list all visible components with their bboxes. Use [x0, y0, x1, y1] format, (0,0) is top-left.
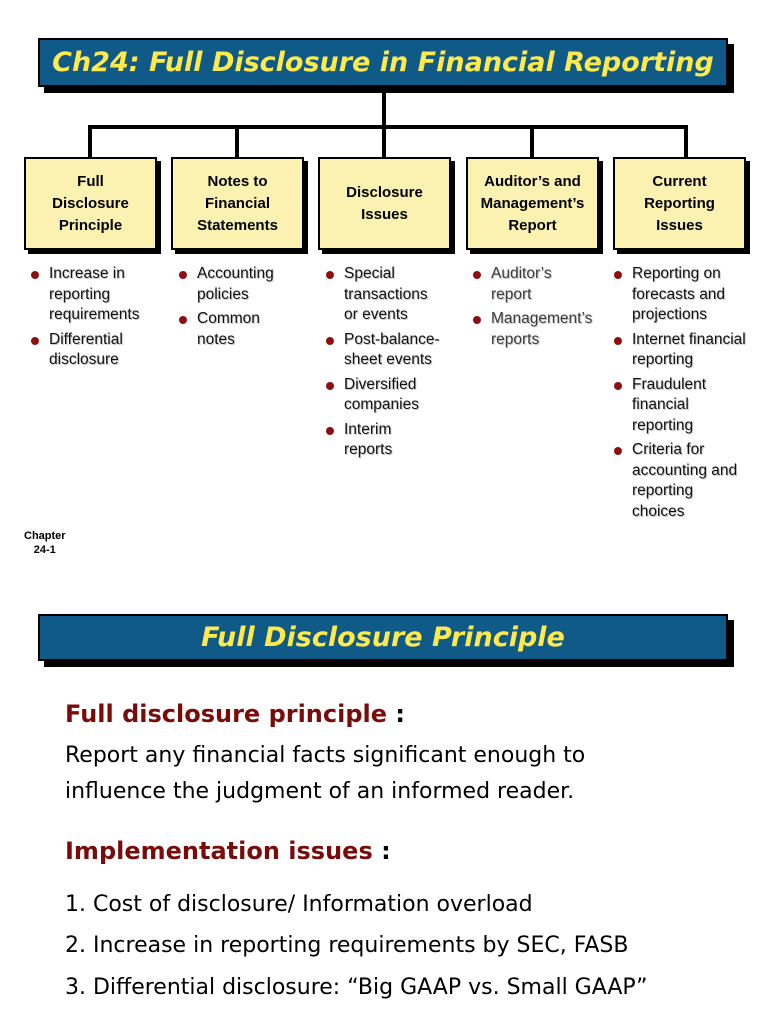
- bullet-list-col-1: Increase in reporting requirements Diffe…: [28, 264, 168, 375]
- connector-drop-3: [382, 125, 386, 158]
- bullet-dot-icon: [179, 316, 187, 324]
- bullet-dot-icon: [326, 271, 334, 279]
- definition-line-1: Report any financial facts significant e…: [65, 743, 586, 768]
- bullet-list-col-4: Auditor’s report Management’s reports: [470, 264, 610, 354]
- connector-drop-4: [530, 125, 534, 158]
- connector-drop-1: [88, 125, 92, 158]
- principle-colon: :: [387, 700, 405, 728]
- bullet-dot-icon: [473, 316, 481, 324]
- list-item: Special transactions or events: [323, 264, 463, 326]
- list-item: Fraudulent financial reporting: [611, 375, 766, 437]
- bullet-dot-icon: [614, 271, 622, 279]
- connector-stem: [382, 89, 386, 127]
- definition-line-2: influence the judgment of an informed re…: [65, 779, 575, 804]
- topic-box-notes-to-financial-statements: Notes to Financial Statements: [171, 157, 304, 250]
- connector-horizontal: [88, 125, 688, 129]
- slide2-title: Full Disclosure Principle: [38, 614, 728, 661]
- principle-heading: Full disclosure principle :: [65, 700, 405, 728]
- bullet-list-col-2: Accounting policies Common notes: [176, 264, 316, 354]
- list-item: Criteria for accounting and reporting ch…: [611, 440, 766, 522]
- topic-box-disclosure-issues: Disclosure Issues: [318, 157, 451, 250]
- issues-heading: Implementation issues :: [65, 837, 391, 865]
- list-item: Interim reports: [323, 420, 463, 461]
- list-item: Internet financial reporting: [611, 330, 766, 371]
- connector-drop-5: [684, 125, 688, 158]
- bullet-dot-icon: [473, 271, 481, 279]
- bullet-dot-icon: [326, 426, 334, 435]
- issue-item-2: 2. Increase in reporting requirements by…: [65, 933, 629, 958]
- bullet-dot-icon: [326, 336, 334, 345]
- bullet-list-col-5: Reporting on forecasts and projections I…: [611, 264, 766, 526]
- list-item: Common notes: [176, 309, 316, 350]
- bullet-dot-icon: [614, 336, 622, 345]
- chapter-label: Chapter 24-1: [24, 530, 66, 556]
- bullet-dot-icon: [31, 271, 39, 279]
- issues-colon: :: [372, 837, 391, 865]
- list-item: Diversified companies: [323, 375, 463, 416]
- topic-box-full-disclosure-principle: Full Disclosure Principle: [24, 157, 157, 250]
- issue-item-1: 1. Cost of disclosure/ Information overl…: [65, 892, 533, 917]
- topic-box-auditors-management-report: Auditor’s and Management’s Report: [466, 157, 599, 250]
- bullet-list-col-3: Special transactions or events Post-bala…: [323, 264, 463, 465]
- bullet-dot-icon: [326, 381, 334, 390]
- issues-term: Implementation issues: [65, 837, 373, 865]
- list-item: Management’s reports: [470, 309, 610, 350]
- connector-drop-2: [235, 125, 239, 158]
- bullet-dot-icon: [179, 271, 187, 279]
- list-item: Differential disclosure: [28, 330, 168, 371]
- slide-title: Ch24: Full Disclosure in Financial Repor…: [38, 38, 728, 87]
- bullet-dot-icon: [614, 381, 622, 390]
- list-item: Reporting on forecasts and projections: [611, 264, 766, 326]
- topic-box-current-reporting-issues: Current Reporting Issues: [613, 157, 746, 250]
- list-item: Post-balance- sheet events: [323, 330, 463, 371]
- list-item: Increase in reporting requirements: [28, 264, 168, 326]
- list-item: Accounting policies: [176, 264, 316, 305]
- issue-item-3: 3. Differential disclosure: “Big GAAP vs…: [65, 975, 648, 1000]
- bullet-dot-icon: [614, 447, 622, 455]
- list-item: Auditor’s report: [470, 264, 610, 305]
- principle-term: Full disclosure principle: [65, 700, 388, 728]
- bullet-dot-icon: [31, 336, 39, 345]
